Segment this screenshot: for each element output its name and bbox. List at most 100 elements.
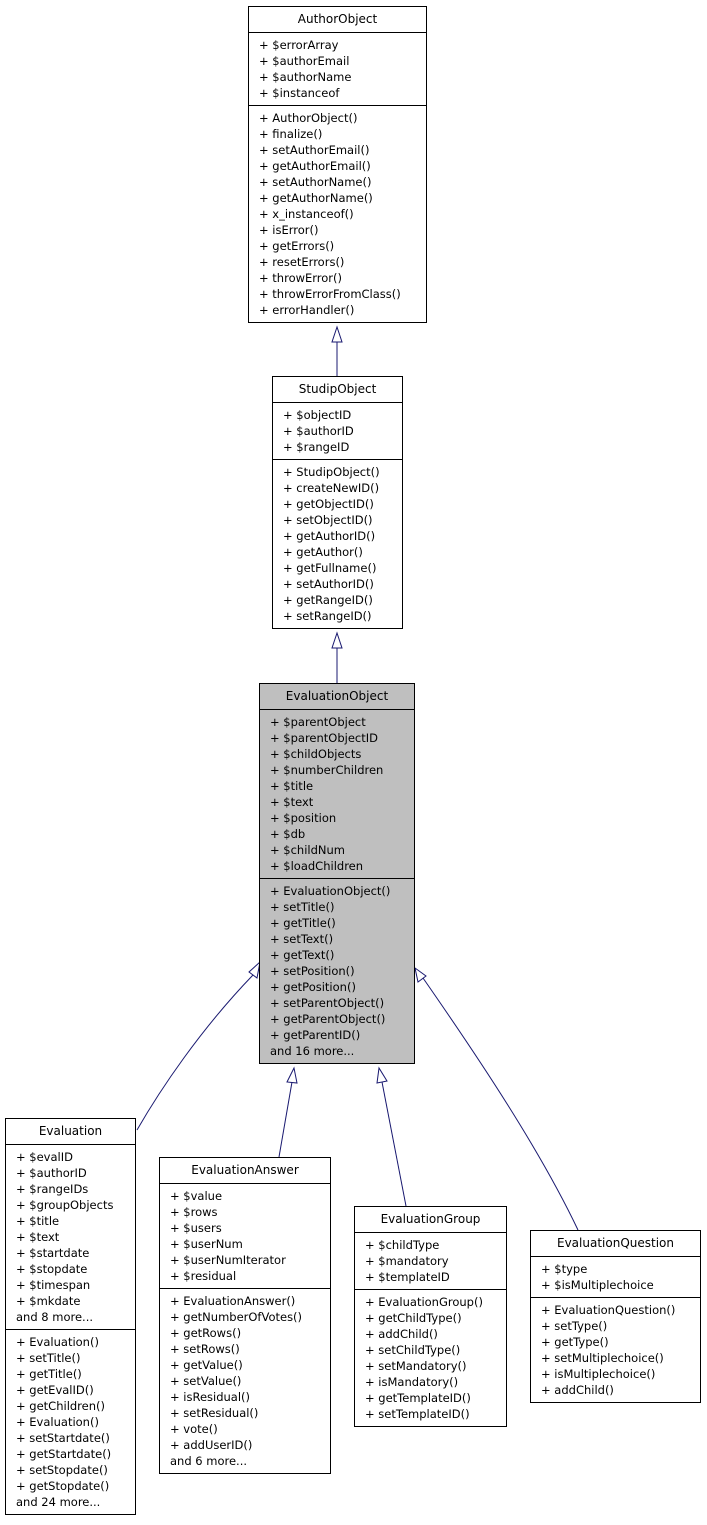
method: + getTemplateID() [365,1391,471,1405]
attributes-section: + $evalID+ $authorID+ $rangeIDs+ $groupO… [6,1145,135,1329]
method: + AuthorObject() [259,111,358,125]
edge-answer-to-evalobj [278,1081,293,1158]
attributes-section: + $childType + $mandatory + $templateID [355,1233,506,1289]
attribute: + $position [270,811,337,825]
attribute: + $rangeIDs [16,1182,89,1196]
method: + getStartdate() [16,1447,112,1461]
attribute: + $rows [170,1205,218,1219]
attribute: + $authorID [283,424,354,438]
method: + getObjectID() [283,497,374,511]
method: + setObjectID() [283,513,373,527]
method: + setType() [541,1319,608,1333]
method: + getParentID() [270,1028,361,1042]
attributes-section: + $type+ $isMultiplechoice [531,1257,700,1297]
method: + getTitle() [16,1367,82,1381]
attribute: + $mandatory [365,1254,449,1268]
class-evaluation-question[interactable]: EvaluationQuestion+ $type+ $isMultiplech… [530,1230,701,1403]
attribute: + $mkdate [16,1294,81,1308]
attribute: + $value [170,1189,223,1203]
attribute: + $timespan [16,1278,91,1292]
method: + setChildType() [365,1343,461,1357]
method: + setAuthorName() [259,175,372,189]
method: + setTitle() [16,1351,81,1365]
method: and 24 more... [16,1495,101,1509]
attribute: + $rangeID [283,440,350,454]
method: + setMultiplechoice() [541,1351,664,1365]
attribute: + $objectID [283,408,352,422]
class-evaluation-group[interactable]: EvaluationGroup+ $childType+ $mandatory+… [354,1206,507,1427]
class-evaluation[interactable]: Evaluation+ $evalID+ $authorID+ $rangeID… [5,1118,136,1515]
attribute: + $childObjects [270,747,362,761]
methods-section: + EvaluationAnswer()+ getNumberOfVotes()… [160,1288,330,1473]
method: + getValue() [170,1358,243,1372]
method: + throwError() [259,271,343,285]
methods-section: + AuthorObject()+ finalize()+ setAuthorE… [249,105,426,322]
method: + finalize() [259,127,323,141]
method: + getAuthorEmail() [259,159,371,173]
attribute: + $stopdate [16,1262,88,1276]
attribute: + $isMultiplechoice [541,1278,654,1292]
method: + setRows() [170,1342,240,1356]
edge-group-to-evalobj [381,1081,407,1207]
method: + setStopdate() [16,1463,108,1477]
attribute: + $childNum [270,843,346,857]
attribute: + $evalID [16,1150,73,1164]
method: + setStartdate() [16,1431,110,1445]
attribute: + $text [16,1230,60,1244]
class-author-object[interactable]: AuthorObject+ $errorArray+ $authorEmail+… [248,6,427,323]
class-name: EvaluationObject [260,684,414,710]
attribute: + $authorEmail [259,54,350,68]
method: + getAuthorID() [283,529,376,543]
method: + vote() [170,1422,218,1436]
method: and 16 more... [270,1044,355,1058]
method: + isResidual() [170,1390,251,1404]
attribute: + $parentObject [270,715,366,729]
method: + setMandatory() [365,1359,467,1373]
attribute: + $groupObjects [16,1198,114,1212]
methods-section: + Evaluation()+ setTitle()+ getTitle()+ … [6,1329,135,1514]
method: + setTemplateID() [365,1407,470,1421]
method: + EvaluationGroup() [365,1295,483,1309]
attribute: + $childType [365,1238,440,1252]
method: + getPosition() [270,980,356,994]
class-name: EvaluationQuestion [531,1231,700,1257]
edge-question-to-evalobj [422,977,579,1231]
method: + x_instanceof() [259,207,354,221]
methods-section: + EvaluationObject() + setTitle() + getTit… [260,878,414,1063]
method: + getType() [541,1335,609,1349]
class-evaluation-object[interactable]: EvaluationObject+ $parentObject+ $parent… [259,683,415,1064]
method: + EvaluationQuestion() [541,1303,676,1317]
method: + errorHandler() [259,303,355,317]
method: + getNumberOfVotes() [170,1310,303,1324]
attribute: + $users [170,1221,222,1235]
method: + setTitle() [270,900,335,914]
method: + isMultiplechoice() [541,1367,656,1381]
method: + isMandatory() [365,1375,459,1389]
method: + getRows() [170,1326,242,1340]
attribute: + $loadChildren [270,859,364,873]
attributes-section: + $errorArray+ $authorEmail+ $authorName… [249,33,426,105]
method: + EvaluationObject() [270,884,391,898]
class-studip-object[interactable]: StudipObject+ $objectID+ $authorID+ $ran… [272,376,403,629]
class-name: AuthorObject [249,7,426,33]
method: + setValue() [170,1374,242,1388]
attributes-section: + $parentObject+ $parentObjectID+ $child… [260,710,414,878]
method: + getAuthor() [283,545,363,559]
method: + getStopdate() [16,1479,110,1493]
attribute: + $templateID [365,1270,450,1284]
method: + getAuthorName() [259,191,373,205]
class-evaluation-answer[interactable]: EvaluationAnswer+ $value+ $rows+ $users+… [159,1157,331,1474]
attribute: and 8 more... [16,1310,94,1324]
method: + setPosition() [270,964,355,978]
attribute: + $db [270,827,306,841]
class-name: Evaluation [6,1119,135,1145]
attribute: + $authorName [259,70,352,84]
attribute: + $title [270,779,314,793]
method: + isError() [259,223,319,237]
method: + getParentObject() [270,1012,386,1026]
arrowhead-from-answer [286,1066,298,1084]
method: + setAuthorID() [283,577,374,591]
method: + createNewID() [283,481,380,495]
arrowhead-author [331,325,343,343]
method: + getTitle() [270,916,336,930]
